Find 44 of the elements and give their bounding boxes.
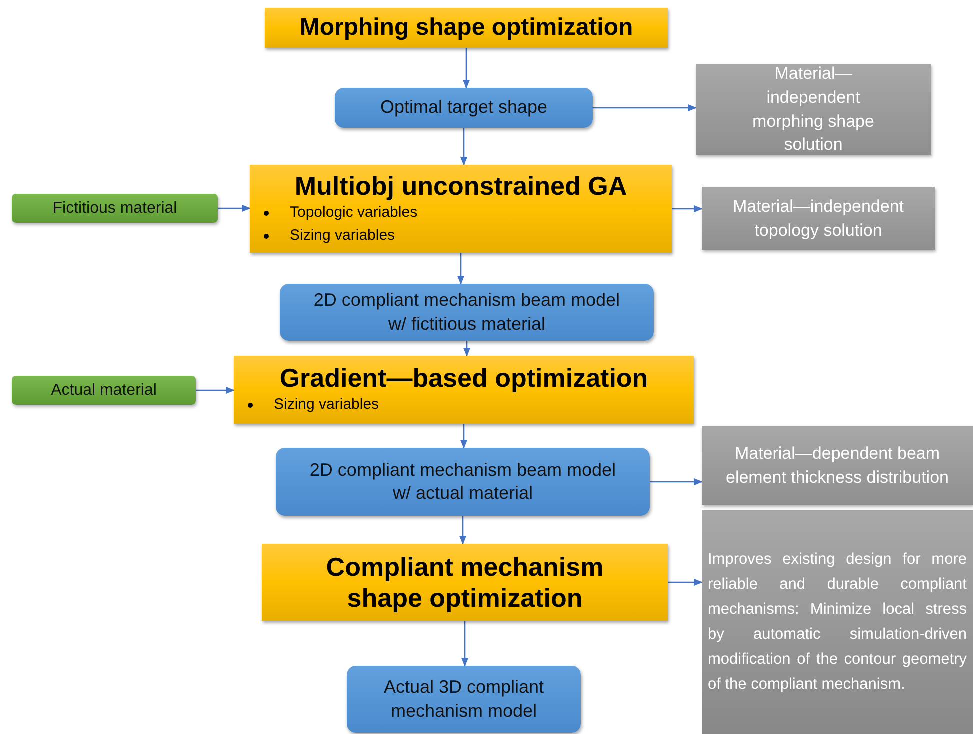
box-label: Material—independent morphing shape solution [752, 62, 876, 156]
result-box [696, 64, 931, 155]
bullet-item: Sizing variables [240, 394, 380, 417]
box-title: Multiobj unconstrained GA [294, 171, 628, 202]
input-box [12, 194, 218, 223]
model-box [276, 448, 650, 516]
arrow [650, 478, 703, 486]
process-box [234, 356, 694, 424]
arrow [457, 253, 465, 285]
box-label: Actual 3D compliant mechanism model [382, 676, 546, 722]
result-box [702, 426, 973, 505]
box-label: Optimal target shape [380, 96, 548, 120]
process-box [250, 165, 672, 253]
box-label: Material—independent topology solution [732, 196, 906, 242]
process-box [265, 8, 668, 48]
arrow [459, 516, 467, 545]
arrow [593, 104, 697, 112]
arrow [462, 48, 470, 89]
arrow [460, 424, 468, 449]
note-box [702, 510, 973, 734]
arrow [461, 621, 469, 667]
input-box [12, 376, 196, 405]
box-title: Gradient—based optimization [280, 363, 648, 394]
box-label: 2D compliant mechanism beam model w/ fictitious material [312, 289, 622, 336]
arrow [668, 578, 703, 586]
bullet-item: Topologic variables [256, 202, 418, 224]
box-title: Compliant mechanism shape optimization [325, 552, 605, 614]
arrow [196, 386, 235, 394]
arrow [463, 341, 471, 357]
box-label: Fictitious material [52, 200, 178, 218]
model-box [347, 666, 581, 733]
box-label: 2D compliant mechanism beam model w/ actual material [308, 458, 618, 505]
box-title: Morphing shape optimization [300, 14, 634, 42]
arrow [672, 205, 703, 213]
model-box [280, 284, 654, 341]
process-box [262, 544, 668, 621]
arrow [460, 128, 468, 166]
box-label: Material—dependent beam element thickness distribution [724, 442, 950, 488]
note-text: Improves existing design for more reliable and durable compliant mechanisms: Minimize local stress by automatic simulation-driven modification of the contour geometry of the compliant mechanism. [708, 550, 967, 696]
model-box [335, 88, 593, 128]
result-box [702, 187, 935, 250]
bullet-item: Sizing variables [256, 224, 396, 247]
box-label: Actual material [51, 382, 157, 400]
arrow [218, 204, 251, 212]
